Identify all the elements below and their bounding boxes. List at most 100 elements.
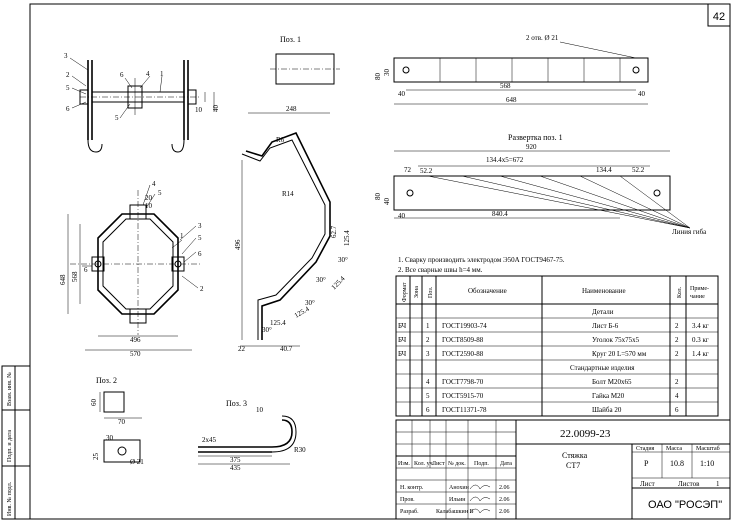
svg-text:0.3 кг: 0.3 кг xyxy=(692,336,709,344)
svg-text:Уголок 75х75х5: Уголок 75х75х5 xyxy=(592,336,640,344)
col-pos: Поз. xyxy=(428,286,434,298)
svg-text:4: 4 xyxy=(675,392,679,400)
svg-text:3.4 кг: 3.4 кг xyxy=(692,322,709,330)
svg-text:22: 22 xyxy=(238,345,246,353)
svg-text:40: 40 xyxy=(212,105,220,113)
razvertka-title: Развертка поз. 1 xyxy=(508,133,563,142)
svg-text:52.2: 52.2 xyxy=(420,167,433,175)
svg-text:1: 1 xyxy=(180,232,184,240)
spec-table: Формат Зона Поз. Обозначение Наименовани… xyxy=(395,275,719,417)
stamp-vzam: Взам. инв. № xyxy=(7,372,13,406)
svg-text:30°: 30° xyxy=(305,299,315,307)
svg-text:Ø 21: Ø 21 xyxy=(130,458,144,466)
svg-text:ГОСТ19903-74: ГОСТ19903-74 xyxy=(442,322,487,330)
svg-text:Калабашкин В: Калабашкин В xyxy=(436,508,473,515)
svg-text:80: 80 xyxy=(374,193,382,201)
svg-text:10: 10 xyxy=(145,202,153,210)
svg-text:2: 2 xyxy=(66,71,70,79)
svg-text:30°: 30° xyxy=(262,326,272,334)
svg-text:№ док.: № док. xyxy=(448,461,466,467)
svg-text:Подп.: Подп. xyxy=(474,461,489,467)
svg-text:Круг 20 L=570 мм: Круг 20 L=570 мм xyxy=(592,350,647,358)
svg-text:10: 10 xyxy=(195,106,203,114)
poz2-title: Поз. 2 xyxy=(96,376,117,385)
svg-text:Дата: Дата xyxy=(500,461,512,467)
svg-text:1: 1 xyxy=(426,322,430,330)
razvertka-view: 920 72 52.2 134.4х5=672 134.4 52.2 840.4… xyxy=(374,143,707,236)
svg-text:496: 496 xyxy=(130,336,141,344)
svg-text:Лист: Лист xyxy=(432,461,445,467)
svg-text:Пров.: Пров. xyxy=(400,497,415,503)
stamp-inv-podl: Инв. № подл. xyxy=(7,481,13,516)
svg-text:375: 375 xyxy=(230,456,241,464)
svg-text:840.4: 840.4 xyxy=(492,210,508,218)
sheet-frame xyxy=(29,3,731,520)
svg-text:4: 4 xyxy=(152,180,156,188)
svg-text:40: 40 xyxy=(638,90,646,98)
svg-text:10.8: 10.8 xyxy=(670,459,684,468)
svg-text:R6: R6 xyxy=(276,136,285,144)
svg-text:5: 5 xyxy=(198,234,202,242)
svg-text:20: 20 xyxy=(145,194,153,202)
svg-text:6: 6 xyxy=(426,406,430,414)
svg-text:648: 648 xyxy=(59,274,67,285)
svg-text:70: 70 xyxy=(118,418,126,426)
svg-text:6: 6 xyxy=(84,266,88,274)
svg-text:4: 4 xyxy=(426,378,430,386)
svg-text:5: 5 xyxy=(158,189,162,197)
poz1-title: Поз. 1 xyxy=(280,35,301,44)
svg-text:Анохин: Анохин xyxy=(449,485,470,491)
svg-text:2 отв. Ø 21: 2 отв. Ø 21 xyxy=(526,34,559,42)
title-block: 22.0099-23 Стяжка СТ7 Стадия Масса Масшт… xyxy=(395,419,731,520)
poz1-top-view xyxy=(270,53,340,85)
note-2: 2. Все сварные швы h=4 мм. xyxy=(398,266,483,274)
svg-text:Разраб.: Разраб. xyxy=(400,508,419,515)
svg-text:6: 6 xyxy=(66,105,70,113)
col-note-2: чание xyxy=(690,294,705,300)
svg-text:134.4х5=672: 134.4х5=672 xyxy=(486,156,524,164)
side-stamp: Инв. № подл. Подп. и дата Взам. инв. № xyxy=(1,365,31,520)
svg-text:ГОСТ7798-70: ГОСТ7798-70 xyxy=(442,378,484,386)
svg-text:БЧ: БЧ xyxy=(398,322,407,330)
svg-text:2: 2 xyxy=(200,285,204,293)
svg-text:6: 6 xyxy=(120,71,124,79)
svg-text:Болт М20х65: Болт М20х65 xyxy=(592,378,632,386)
svg-text:40: 40 xyxy=(398,90,406,98)
svg-text:БЧ: БЧ xyxy=(398,336,407,344)
svg-text:30°: 30° xyxy=(316,276,326,284)
svg-text:3: 3 xyxy=(64,52,68,60)
svg-text:568: 568 xyxy=(500,82,511,90)
svg-text:Масштаб: Масштаб xyxy=(696,445,720,452)
company-name: ОАО "РОСЭП" xyxy=(648,499,722,511)
signature-1 xyxy=(469,484,491,490)
note-1: 1. Сварку производить электродом Э50А ГО… xyxy=(398,256,565,264)
svg-text:40: 40 xyxy=(383,198,391,206)
doc-title-2: СТ7 xyxy=(566,461,580,470)
poz3-title: Поз. 3 xyxy=(226,399,247,408)
svg-text:Лист Б-6: Лист Б-6 xyxy=(592,322,619,330)
svg-text:Р: Р xyxy=(644,459,649,468)
strip-view: 2 отв. Ø 21 568 648 40 40 80 30 xyxy=(374,34,649,105)
col-format: Формат xyxy=(402,282,408,302)
svg-text:2: 2 xyxy=(675,336,679,344)
svg-text:Н. контр.: Н. контр. xyxy=(400,485,424,491)
svg-text:Кол. уч.: Кол. уч. xyxy=(414,461,435,467)
svg-text:5: 5 xyxy=(115,114,119,122)
svg-text:ГОСТ11371-78: ГОСТ11371-78 xyxy=(442,406,487,414)
svg-text:496: 496 xyxy=(234,239,242,250)
section-details: Детали xyxy=(592,308,614,316)
svg-text:248: 248 xyxy=(286,105,297,113)
svg-text:920: 920 xyxy=(526,143,537,151)
svg-text:1: 1 xyxy=(716,480,720,488)
svg-text:3: 3 xyxy=(198,222,202,230)
svg-text:25: 25 xyxy=(92,453,100,461)
svg-text:2: 2 xyxy=(675,350,679,358)
col-name: Наименование xyxy=(582,287,626,295)
svg-text:648: 648 xyxy=(506,96,517,104)
svg-text:52.2: 52.2 xyxy=(632,166,645,174)
svg-text:Ильин: Ильин xyxy=(449,497,466,503)
svg-text:3: 3 xyxy=(426,350,430,358)
col-zone: Зона xyxy=(414,286,420,298)
section-standard: Стандартные изделия xyxy=(570,364,635,372)
